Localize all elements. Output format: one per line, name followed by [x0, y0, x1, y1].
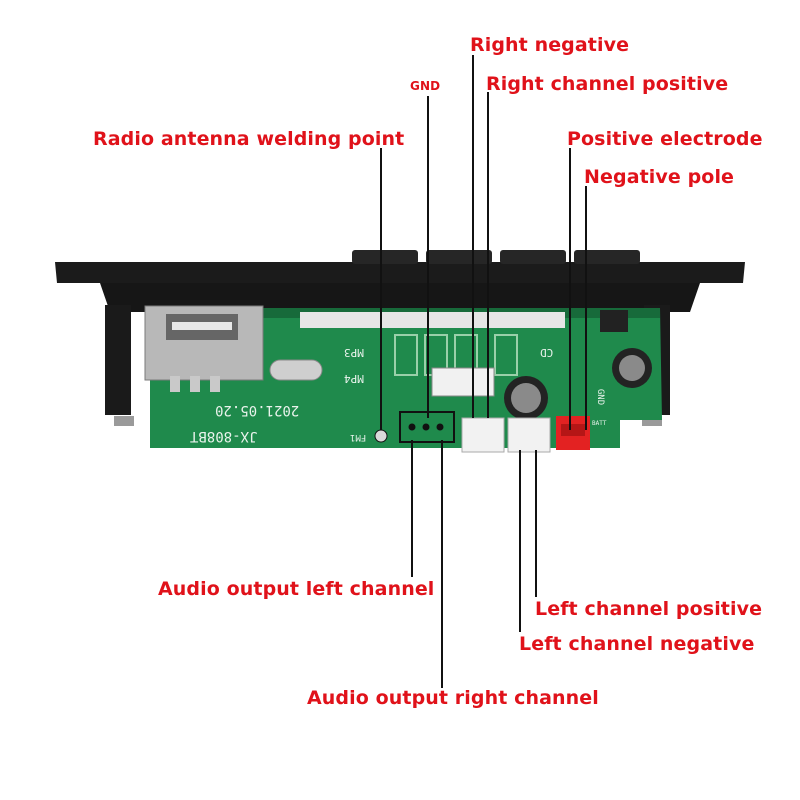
crystal	[269, 359, 323, 381]
silk-gnd: GND	[595, 388, 606, 406]
silk-date: 2021.05.20	[215, 402, 300, 418]
left-speaker-connector	[507, 417, 551, 453]
label-audio-left: Audio output left channel	[158, 578, 435, 600]
label-left-channel-negative: Left channel negative	[519, 633, 755, 655]
panel-button	[426, 250, 492, 264]
panel-button	[352, 250, 418, 264]
side-bracket	[105, 305, 131, 415]
right-speaker-connector	[461, 417, 505, 453]
silk-mp4: MP4	[344, 372, 364, 385]
housing	[100, 283, 700, 312]
panel-button	[574, 250, 640, 264]
silk-cd: CD	[540, 346, 554, 359]
label-right-negative: Right negative	[470, 34, 630, 56]
usb-tongue	[172, 322, 232, 330]
silk-mp3: MP3	[344, 346, 364, 359]
label-audio-right: Audio output right channel	[307, 687, 599, 709]
display-strip	[300, 312, 565, 328]
label-gnd: GND	[410, 79, 441, 93]
antenna-pad	[374, 429, 388, 443]
pin-header	[431, 367, 495, 397]
silk-fm1: FM1	[350, 432, 367, 442]
label-left-channel-positive: Left channel positive	[535, 598, 763, 620]
silk-batt: BATT	[592, 420, 607, 427]
panel-front	[55, 262, 745, 283]
silk-model: JX-808BT	[190, 428, 258, 444]
mount-screw	[642, 416, 662, 426]
label-positive-electrode: Positive electrode	[567, 128, 763, 150]
label-right-channel-positive: Right channel positive	[486, 73, 729, 95]
label-negative-pole: Negative pole	[584, 166, 735, 188]
mount-screw	[114, 416, 134, 426]
label-radio-antenna: Radio antenna welding point	[93, 128, 405, 150]
panel-button	[500, 250, 566, 264]
leader-lines	[380, 55, 587, 688]
